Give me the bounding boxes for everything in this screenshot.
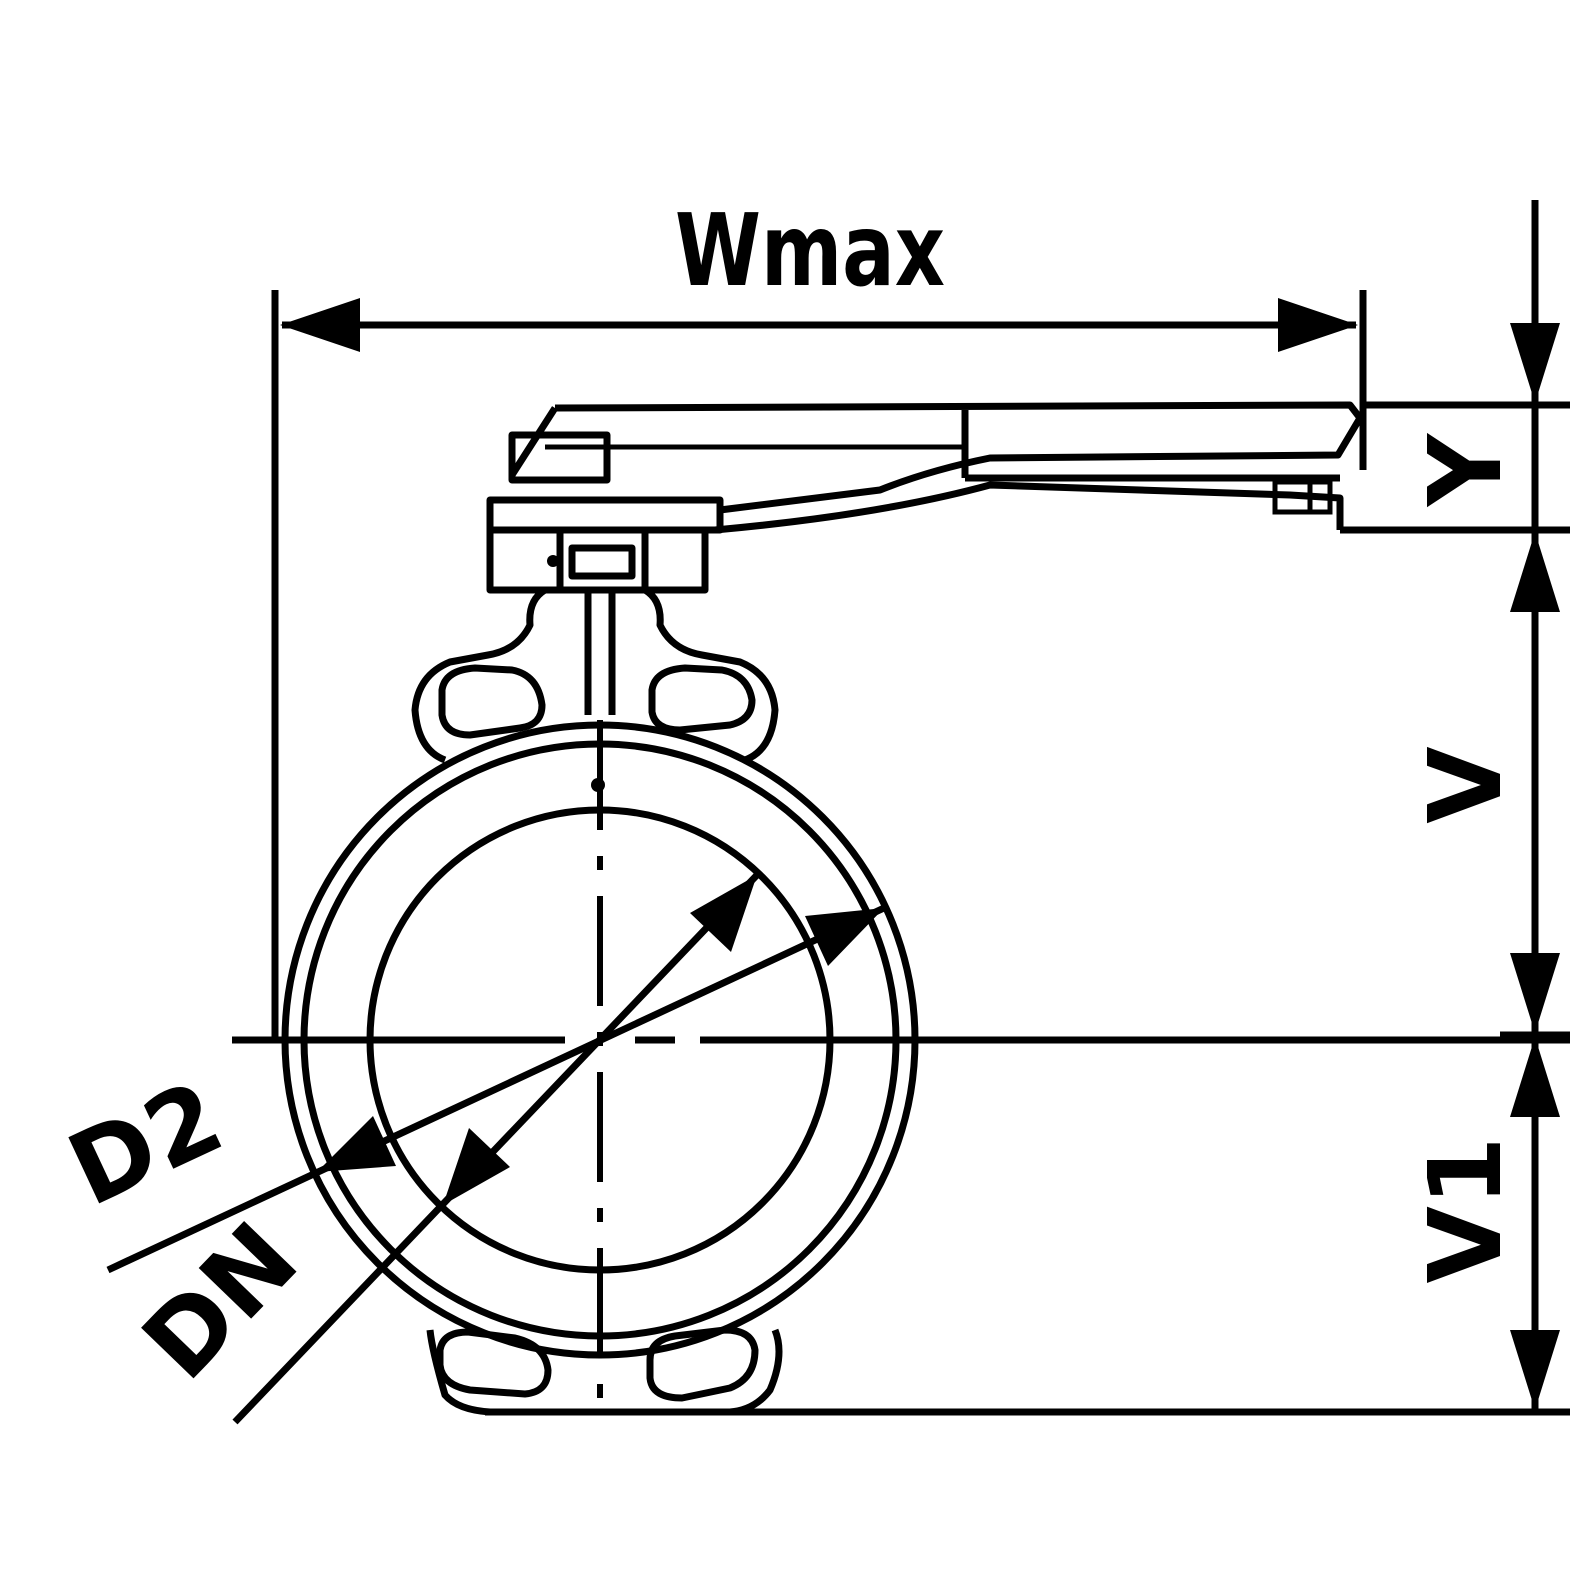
y-label: Y: [1407, 432, 1524, 507]
dn-arrow-upper: [690, 875, 757, 952]
wmax-arrow-right: [1278, 298, 1358, 352]
d2-dimension: D2: [52, 904, 886, 1274]
valve-body: [411, 586, 783, 1416]
wmax-dimension: Wmax: [271, 192, 1367, 1040]
wmax-arrow-left: [280, 298, 360, 352]
dn-label: DN: [120, 1200, 320, 1401]
d2-label: D2: [52, 1058, 240, 1229]
vertical-dimensions: Y V V1: [485, 200, 1570, 1416]
v1-arrow-bottom: [1510, 1330, 1560, 1410]
y-arrow-top: [1510, 323, 1560, 403]
v-label: V: [1407, 746, 1524, 823]
valve-handle: [486, 401, 1364, 715]
centerlines: [232, 720, 1570, 1405]
d2-arrow-lower: [317, 1116, 396, 1172]
v1-label: V1: [1407, 1137, 1524, 1284]
v-arrow-bottom: [1510, 953, 1560, 1033]
v-arrow-top: [1510, 532, 1560, 612]
wmax-label: Wmax: [675, 192, 945, 309]
v1-arrow-top: [1510, 1037, 1560, 1117]
dn-arrow-lower: [443, 1128, 510, 1205]
d2-arrow-upper: [805, 908, 884, 966]
